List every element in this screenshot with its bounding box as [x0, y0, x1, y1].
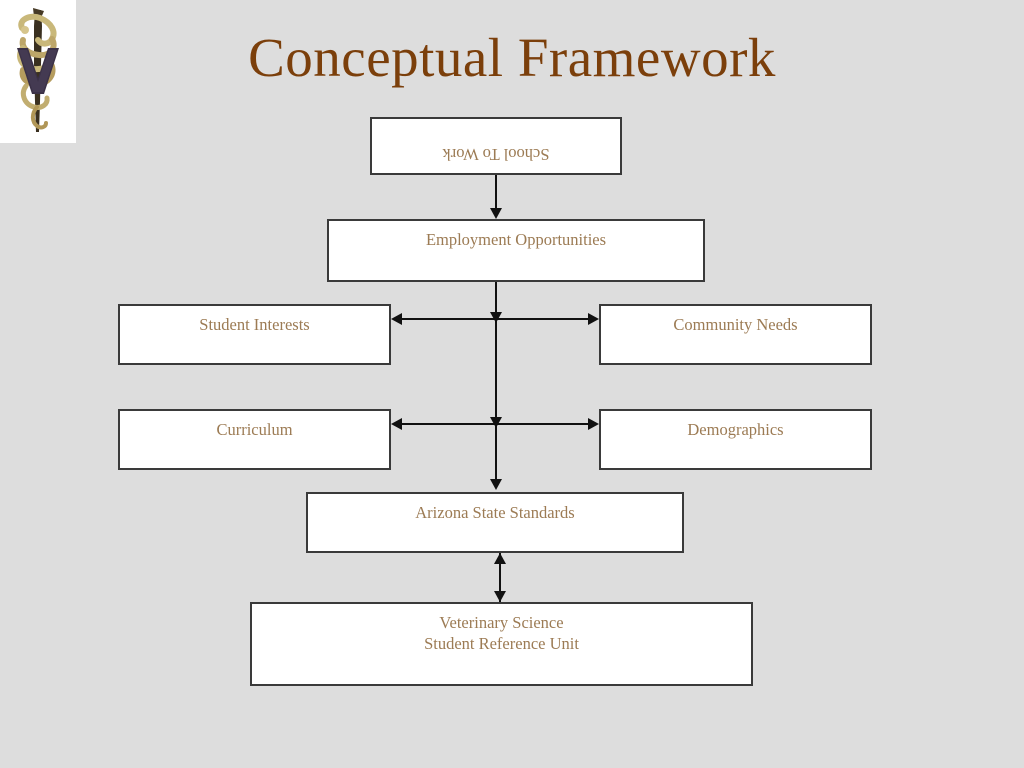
node-veterinary-science-student-reference-unit-label: Veterinary Science Student Reference Uni…: [424, 613, 579, 653]
node-student-interests-label: Student Interests: [199, 315, 310, 334]
logo-plate: [0, 0, 76, 143]
arrowhead-down-to-veterinary: [494, 591, 506, 602]
arrowhead-left-to-student-interests: [391, 313, 402, 325]
veterinary-caduceus-logo: [17, 8, 59, 132]
page-title: Conceptual Framework: [248, 27, 776, 88]
node-student-interests[interactable]: Student Interests: [118, 304, 391, 365]
node-demographics[interactable]: Demographics: [599, 409, 872, 470]
arrowhead-down-row2: [490, 417, 502, 428]
node-curriculum[interactable]: Curriculum: [118, 409, 391, 470]
arrowhead-right-to-community-needs: [588, 313, 599, 325]
node-community-needs-label: Community Needs: [673, 315, 798, 334]
arrowhead-down-to-arizona: [490, 479, 502, 490]
connector-spine-to-demographics: [495, 423, 588, 425]
node-arizona-state-standards[interactable]: Arizona State Standards: [306, 492, 684, 553]
connector-arizona-to-veterinary: [499, 553, 501, 602]
connector-spine-to-curriculum: [402, 423, 496, 425]
node-arizona-state-standards-label: Arizona State Standards: [415, 503, 575, 522]
node-school-to-work[interactable]: School To Work: [370, 117, 622, 175]
arrowhead-down-row1: [490, 312, 502, 323]
arrowhead-up-to-arizona: [494, 553, 506, 564]
connector-spine-to-community-needs: [495, 318, 588, 320]
arrowhead-left-to-curriculum: [391, 418, 402, 430]
arrowhead-down-to-employment: [490, 208, 502, 219]
node-employment-opportunities[interactable]: Employment Opportunities: [327, 219, 705, 282]
node-curriculum-label: Curriculum: [216, 420, 293, 439]
arrowhead-right-to-demographics: [588, 418, 599, 430]
node-employment-opportunities-label: Employment Opportunities: [425, 230, 607, 249]
node-community-needs[interactable]: Community Needs: [599, 304, 872, 365]
connector-main-spine: [495, 282, 497, 480]
node-school-to-work-label: School To Work: [442, 145, 550, 164]
connector-school-to-work-to-employment: [495, 175, 497, 211]
node-veterinary-science-student-reference-unit[interactable]: Veterinary Science Student Reference Uni…: [250, 602, 753, 686]
node-demographics-label: Demographics: [687, 420, 784, 439]
connector-spine-to-student-interests: [402, 318, 496, 320]
